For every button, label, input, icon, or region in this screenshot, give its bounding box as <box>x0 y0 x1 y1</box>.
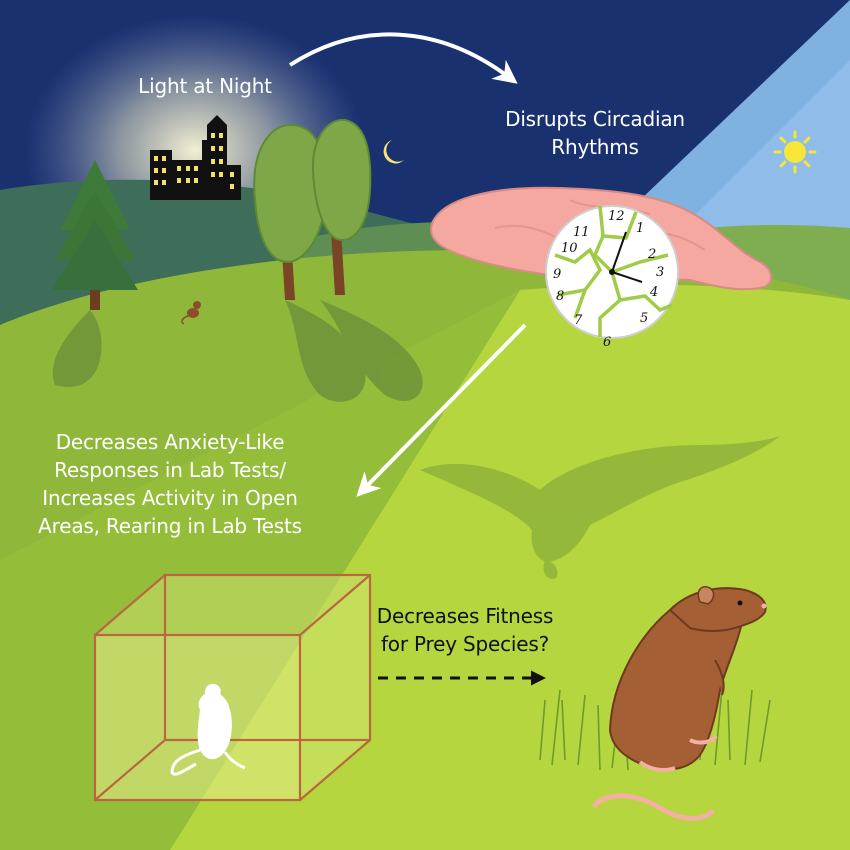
clock-number-2: 2 <box>647 247 656 262</box>
clock-number-7: 7 <box>574 313 583 328</box>
label-anxiety-line3: Increases Activity in Open <box>42 486 298 510</box>
lab-rat-icon <box>170 683 246 776</box>
crescent-moon-icon <box>383 140 404 164</box>
label-anxiety-line1: Decreases Anxiety-Like <box>55 430 285 454</box>
clock-number-3: 3 <box>656 265 664 280</box>
label-light-at-night: Light at Night <box>138 74 272 98</box>
arrow-light-to-disrupt <box>288 32 518 84</box>
label-decreases-fitness: Decreases Fitness for Prey Species? <box>350 602 580 658</box>
city-skyline-icon <box>150 115 241 200</box>
label-decreases-anxiety: Decreases Anxiety-Like Responses in Lab … <box>20 428 320 540</box>
label-fitness-line2: for Prey Species? <box>380 632 550 656</box>
clock-number-9: 9 <box>553 267 561 282</box>
lab-box-icon <box>93 573 372 802</box>
clock-number-1: 1 <box>636 221 644 236</box>
clock-number-8: 8 <box>556 289 564 304</box>
label-fitness-line1: Decreases Fitness <box>376 604 554 628</box>
owl-shadow-icon <box>420 436 780 579</box>
sun-icon <box>773 130 817 174</box>
label-anxiety-line4: Areas, Rearing in Lab Tests <box>38 514 302 538</box>
deciduous-trees <box>253 118 372 300</box>
brown-rat-icon <box>592 586 767 821</box>
label-disrupts-circadian: Disrupts Circadian Rhythms <box>470 105 720 161</box>
small-rodent <box>181 301 201 325</box>
label-anxiety-line2: Responses in Lab Tests/ <box>54 458 286 482</box>
pine-tree <box>52 160 138 310</box>
clock-number-6: 6 <box>603 335 611 350</box>
arrow-disrupt-to-anxiety <box>356 323 527 497</box>
tree-shadows <box>52 300 423 402</box>
clock-number-11: 11 <box>573 225 590 240</box>
label-disrupts-line1: Disrupts Circadian <box>505 107 685 131</box>
clock-number-5: 5 <box>640 311 648 326</box>
broken-clock-icon: 12 1 2 3 4 5 6 7 8 9 10 11 <box>545 205 679 350</box>
clock-number-4: 4 <box>649 285 658 300</box>
clock-number-12: 12 <box>608 209 625 224</box>
clock-number-10: 10 <box>561 241 578 256</box>
label-disrupts-line2: Rhythms <box>551 135 639 159</box>
